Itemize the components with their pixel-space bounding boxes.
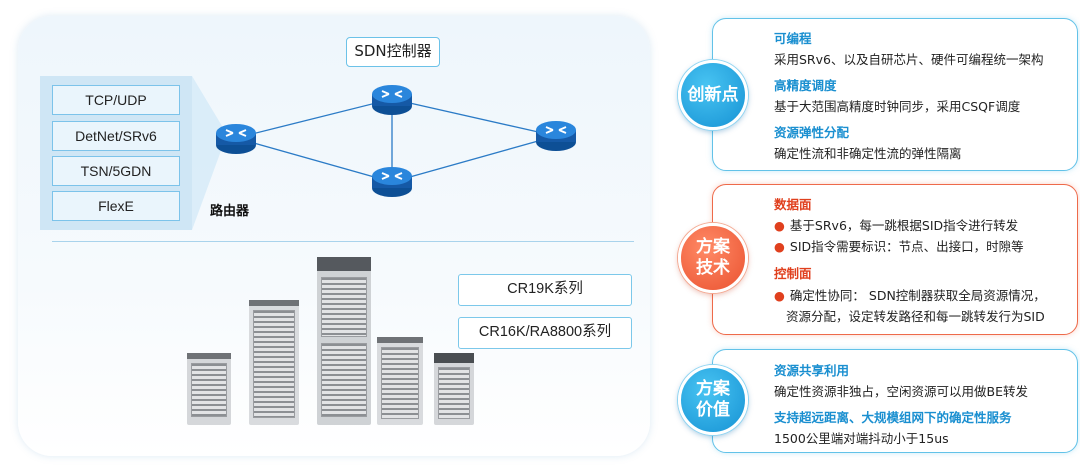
- data-plane-item-1: ● 基于SRv6，每一跳根据SID指令进行转发: [774, 215, 1018, 234]
- value-badge-line1: 方案: [696, 379, 730, 399]
- value-badge: 方案 价值: [678, 365, 748, 435]
- device-tall-1: [249, 300, 299, 425]
- data-plane-title: 数据面: [774, 197, 812, 212]
- data-plane-item-1-text: 基于SRv6，每一跳根据SID指令进行转发: [789, 218, 1019, 233]
- section-divider: [52, 241, 634, 242]
- series-cr19k: CR19K系列: [458, 274, 632, 306]
- router-label: 路由器: [210, 204, 250, 219]
- innovation-badge: 创新点: [678, 60, 748, 130]
- innovation-title-1: 可编程: [774, 31, 812, 46]
- value-title-2: 支持超远距离、大规模组网下的确定性服务: [774, 410, 1012, 425]
- tech-badge: 方案 技术: [678, 223, 748, 293]
- control-plane-item-line1-text: 确定性协同： SDN控制器获取全局资源情况，: [789, 288, 1046, 303]
- value-card: [712, 349, 1078, 453]
- router-icon-bottom: [372, 167, 412, 197]
- protocol-tsn-5gdn: TSN/5GDN: [52, 156, 180, 186]
- device-cr19k: [317, 257, 371, 425]
- router-icon-top: [372, 85, 412, 115]
- protocol-stack: TCP/UDP DetNet/SRv6 TSN/5GDN FlexE: [40, 76, 192, 230]
- innovation-text-1: 采用SRv6、以及自研芯片、硬件可编程统一架构: [774, 52, 1044, 67]
- data-plane-item-2: ● SID指令需要标识：节点、出接口，时隙等: [774, 236, 1024, 255]
- router-icon-left: [216, 124, 256, 154]
- device-medium-1: [377, 337, 423, 425]
- data-plane-item-2-text: SID指令需要标识：节点、出接口，时隙等: [789, 239, 1024, 254]
- tech-card: [712, 184, 1078, 335]
- control-plane-item-line1: ● 确定性协同： SDN控制器获取全局资源情况，: [774, 285, 1046, 304]
- protocol-tcp-udp: TCP/UDP: [52, 85, 180, 115]
- value-badge-line2: 价值: [696, 400, 730, 420]
- bullet-icon: ●: [774, 288, 785, 303]
- device-small-2: [434, 353, 474, 425]
- tech-badge-line2: 技术: [696, 258, 730, 278]
- control-plane-item-line2: 资源分配，设定转发路径和每一跳转发行为SID: [786, 309, 1045, 324]
- router-icon-right: [536, 121, 576, 151]
- protocol-flexe: FlexE: [52, 191, 180, 221]
- innovation-title-2: 高精度调度: [774, 78, 837, 93]
- bullet-icon: ●: [774, 239, 785, 254]
- innovation-text-2: 基于大范围高精度时钟同步，采用CSQF调度: [774, 99, 1021, 114]
- tech-badge-line1: 方案: [696, 237, 730, 257]
- series-cr16k-ra8800: CR16K/RA8800系列: [458, 317, 632, 349]
- innovation-text-3: 确定性流和非确定性流的弹性隔离: [774, 146, 962, 161]
- bullet-icon: ●: [774, 218, 785, 233]
- value-text-1: 确定性资源非独占，空闲资源可以用做BE转发: [774, 384, 1028, 399]
- value-title-1: 资源共享利用: [774, 363, 850, 378]
- sdn-controller-box: SDN控制器: [346, 37, 440, 67]
- innovation-badge-label: 创新点: [687, 84, 739, 105]
- control-plane-title: 控制面: [774, 266, 812, 281]
- innovation-title-3: 资源弹性分配: [774, 125, 850, 140]
- protocol-detnet-srv6: DetNet/SRv6: [52, 121, 180, 151]
- device-small-1: [187, 353, 231, 425]
- value-text-2: 1500公里端对端抖动小于15us: [774, 431, 949, 446]
- innovation-card: [712, 18, 1078, 171]
